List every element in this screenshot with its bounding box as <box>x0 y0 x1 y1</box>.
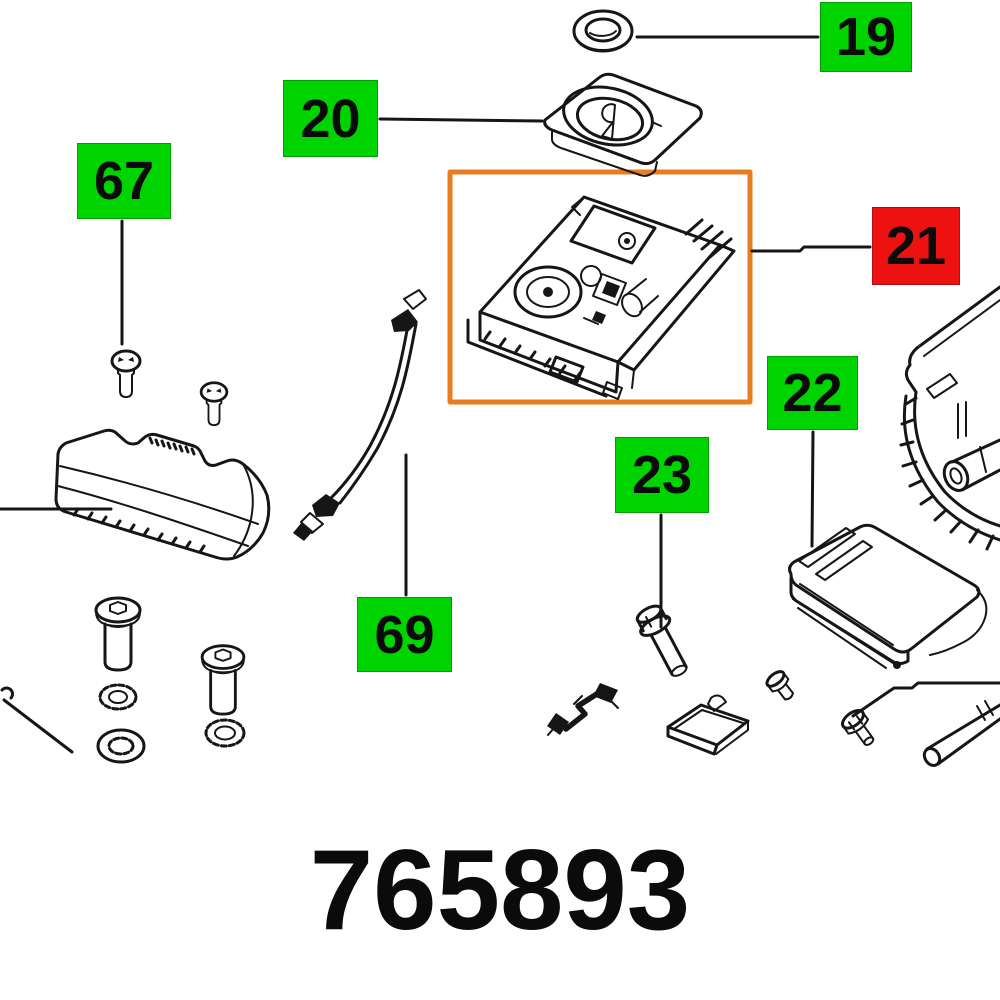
leader-lines <box>0 35 1000 754</box>
hex-bolt-part <box>635 604 688 677</box>
part-number: 765893 <box>309 827 691 954</box>
leader-line-20 <box>378 117 544 123</box>
callout-21-selected[interactable]: 21 <box>872 207 960 285</box>
right-housing-part <box>899 285 1000 551</box>
leader-line-22 <box>810 430 815 548</box>
cover-box-part <box>788 523 988 669</box>
callout-23[interactable]: 23 <box>615 437 709 513</box>
callout-22[interactable]: 22 <box>767 356 858 430</box>
socket-screws-washers-part <box>94 596 246 764</box>
grommet-part <box>572 9 634 53</box>
leader-line-bottom-right <box>851 681 1000 718</box>
left-cover-part <box>54 428 271 561</box>
small-screw-part <box>765 670 794 701</box>
pan-head-screws-part <box>110 349 229 427</box>
callout-67[interactable]: 67 <box>77 143 171 219</box>
axle-pin-part <box>922 700 1000 767</box>
callout-19[interactable]: 19 <box>820 2 912 72</box>
leader-line-bottom-left <box>2 698 74 754</box>
slider-button-part <box>666 694 750 756</box>
callout-69[interactable]: 69 <box>357 597 452 672</box>
callout-20[interactable]: 20 <box>283 80 378 157</box>
leader-hook-bottom-left <box>0 686 14 700</box>
cable-part <box>293 289 427 541</box>
switch-contact-part <box>547 683 619 736</box>
leader-line-21 <box>750 245 872 253</box>
highlight-box-part-21 <box>447 169 753 405</box>
hex-head-screw-part <box>841 708 875 746</box>
cover-plate-part <box>543 72 703 177</box>
electronics-module-part <box>466 195 736 400</box>
